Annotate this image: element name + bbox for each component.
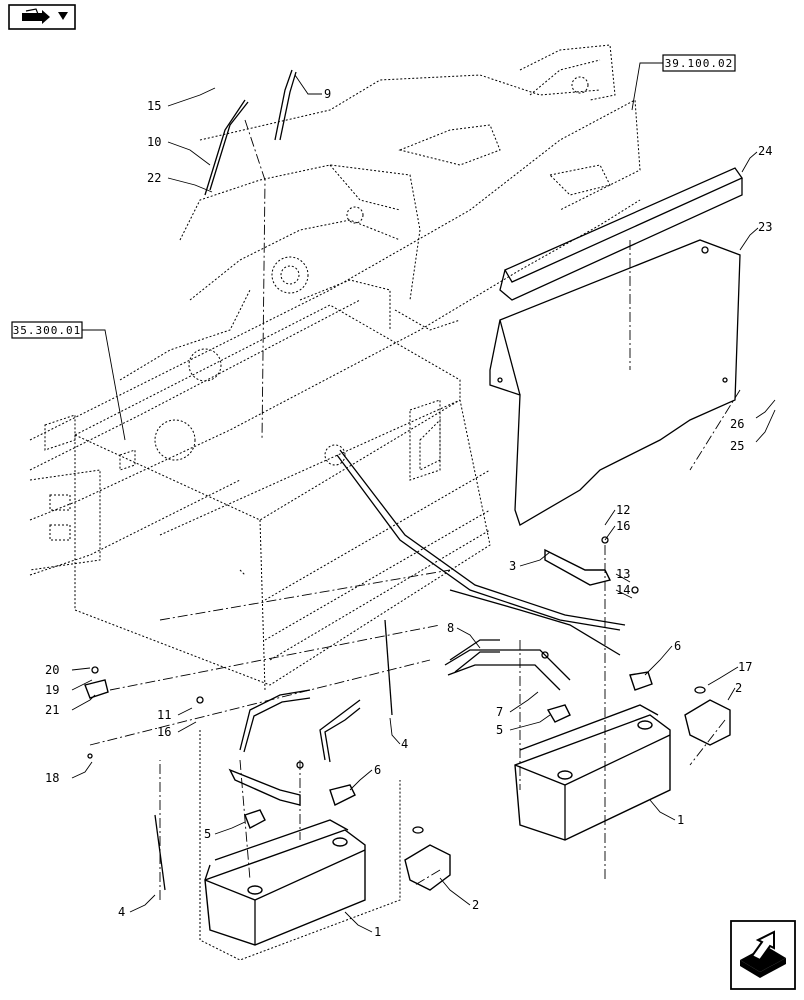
callout-25: 25 — [730, 439, 744, 453]
terminal-covers — [404, 686, 731, 891]
battery-left — [199, 730, 401, 961]
callout-4-center: 4 — [401, 737, 408, 751]
callout-6-right: 6 — [674, 639, 681, 653]
toc-nav-button[interactable] — [8, 4, 76, 30]
reference-35-300-01: 35.300.01 — [11, 321, 126, 441]
callout-2-right: 2 — [735, 681, 742, 695]
callout-17: 17 — [738, 660, 752, 674]
battery-cover-23 — [489, 239, 741, 526]
callout-20: 20 — [45, 663, 59, 677]
callout-1-left: 1 — [374, 925, 381, 939]
callout-4-left: 4 — [118, 905, 125, 919]
callout-5-left: 5 — [204, 827, 211, 841]
ref-label-top: 39.100.02 — [665, 57, 734, 70]
callout-22: 22 — [147, 171, 161, 185]
callout-13: 13 — [616, 567, 630, 581]
callout-26: 26 — [730, 417, 744, 431]
next-page-button[interactable] — [730, 920, 796, 990]
callout-leaders — [71, 74, 776, 933]
callout-10: 10 — [147, 135, 161, 149]
callout-5-right: 5 — [496, 723, 503, 737]
callout-24: 24 — [758, 144, 772, 158]
clamps-and-terminals — [84, 536, 653, 891]
callout-15: 15 — [147, 99, 161, 113]
battery-right — [514, 704, 671, 841]
callout-6-left: 6 — [374, 763, 381, 777]
callout-14: 14 — [616, 583, 630, 597]
battery-tray — [74, 304, 491, 691]
callout-8: 8 — [447, 621, 454, 635]
chassis-frame — [29, 44, 641, 576]
callout-3: 3 — [509, 559, 516, 573]
callout-16-left: 16 — [157, 725, 171, 739]
callout-12: 12 — [616, 503, 630, 517]
support-bar-24 — [499, 167, 743, 301]
callout-23: 23 — [758, 220, 772, 234]
ref-label-left: 35.300.01 — [13, 324, 82, 337]
callout-19: 19 — [45, 683, 59, 697]
callout-9: 9 — [324, 87, 331, 101]
callout-16-top: 16 — [616, 519, 630, 533]
center-lines — [89, 119, 741, 900]
callout-21: 21 — [45, 703, 59, 717]
callout-1-right: 1 — [677, 813, 684, 827]
callout-7: 7 — [496, 705, 503, 719]
callout-labels: 15 9 10 22 24 23 26 25 12 16 3 13 14 8 6… — [45, 87, 772, 939]
callout-18: 18 — [45, 771, 59, 785]
callout-2-left: 2 — [472, 898, 479, 912]
reference-39-100-02: 39.100.02 — [631, 54, 736, 111]
next-page-arrow-icon — [730, 920, 796, 990]
book-arrow-icon — [8, 4, 76, 30]
callout-11: 11 — [157, 708, 171, 722]
cables — [204, 69, 626, 763]
